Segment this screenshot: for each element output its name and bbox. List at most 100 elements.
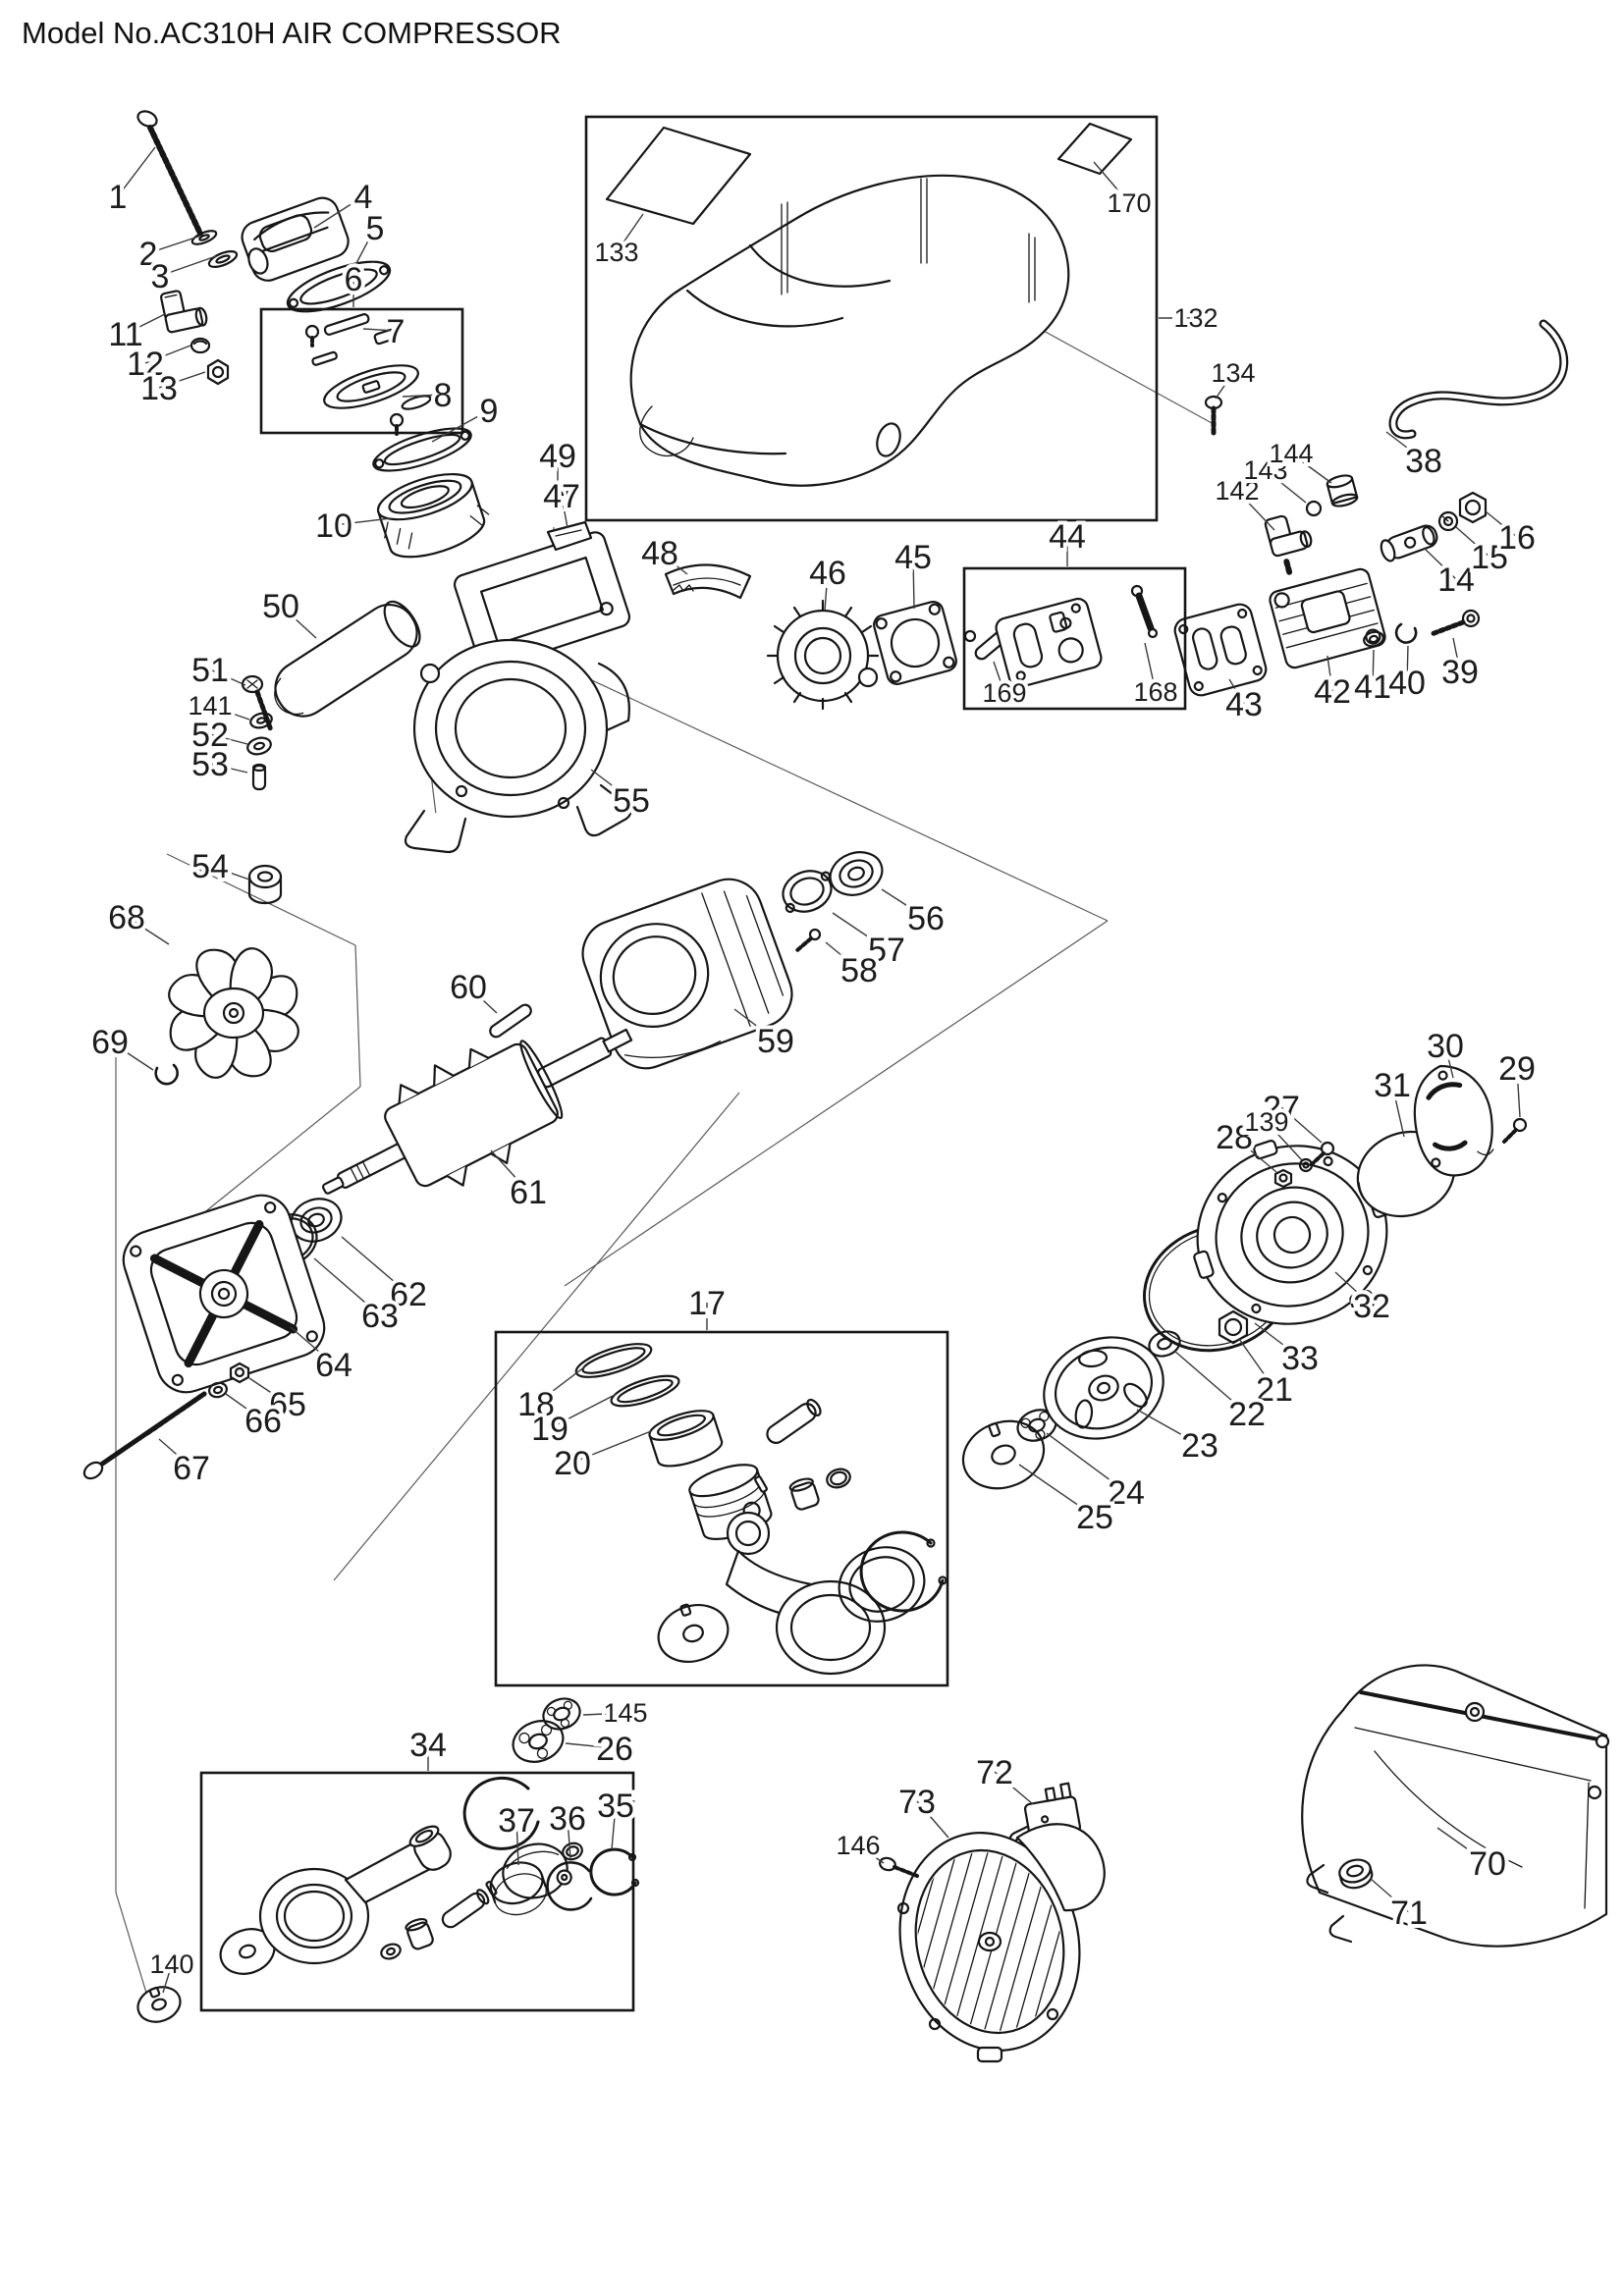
part-label-28: 28: [1216, 1119, 1253, 1156]
leader-145: [582, 1712, 626, 1716]
part-label-33: 33: [1281, 1340, 1319, 1377]
part-label-132: 132: [1173, 303, 1218, 333]
part-label-134: 134: [1211, 358, 1255, 388]
part-label-7: 7: [387, 313, 406, 350]
part-140-disc: [136, 1986, 182, 2023]
part-label-34: 34: [409, 1727, 447, 1764]
part-146-screw: [879, 1856, 919, 1878]
leader-2: [147, 235, 202, 254]
leader-7: [362, 328, 397, 332]
leader-60: [467, 986, 498, 1014]
part-70-belt-cover: [1301, 1664, 1610, 1948]
leader-4: [313, 195, 364, 229]
part-label-50: 50: [262, 588, 299, 625]
part-label-60: 60: [450, 969, 487, 1006]
part-59-stator: [581, 878, 793, 1070]
part-43-gasket: [1173, 603, 1268, 697]
leader-26: [565, 1742, 616, 1749]
piston-kit-box-17: [494, 1330, 949, 1687]
leader-63: [313, 1257, 381, 1316]
part-label-11: 11: [108, 316, 142, 353]
leader-18: [535, 1365, 586, 1405]
part-label-22: 22: [1228, 1396, 1266, 1433]
part-label-3: 3: [151, 258, 170, 295]
leader-42: [1326, 655, 1333, 692]
leader-68: [126, 916, 170, 945]
part-13-nut: [206, 358, 230, 386]
part-29-screw: [1502, 1117, 1528, 1144]
part-27-screw: [1310, 1141, 1335, 1166]
leader-61: [490, 1149, 529, 1193]
part-30-cover-plate: [1413, 1064, 1494, 1177]
leader-38: [1385, 431, 1425, 461]
leader-47: [561, 495, 568, 529]
part-label-48: 48: [641, 535, 678, 572]
leader-40: [1406, 645, 1409, 683]
valve-kit-box-6: [259, 307, 464, 435]
leader-46: [824, 571, 829, 612]
part-label-55: 55: [613, 782, 650, 820]
part-170-caution-sticker: [1056, 122, 1133, 176]
part-label-46: 46: [809, 555, 846, 592]
part-25-eccentric-disc: [961, 1419, 1046, 1490]
leader-24: [1046, 1432, 1127, 1493]
leader-32: [1334, 1271, 1373, 1307]
part-39-bolt: [1429, 609, 1481, 637]
part-label-54: 54: [191, 848, 229, 885]
part-label-38: 38: [1405, 443, 1442, 480]
leader-140: [162, 1963, 173, 1994]
guide-line: [564, 667, 1109, 922]
part-4-head-cover: [241, 196, 350, 282]
part-66-washer: [208, 1381, 228, 1399]
leader-27: [1280, 1106, 1323, 1144]
leader-16: [1485, 510, 1518, 538]
part-58-screw: [795, 928, 822, 952]
leader-64: [290, 1326, 335, 1365]
leader-51: [209, 668, 246, 686]
part-label-17: 17: [688, 1285, 726, 1322]
part-label-69: 69: [91, 1024, 129, 1061]
part-16-nut: [1458, 491, 1488, 524]
part-label-143: 143: [1243, 455, 1287, 485]
leader-1: [117, 146, 156, 197]
part-label-65: 65: [269, 1386, 306, 1423]
part-label-31: 31: [1374, 1067, 1411, 1104]
part-label-68: 68: [108, 899, 145, 936]
part-label-56: 56: [907, 900, 945, 937]
part-label-8: 8: [434, 377, 453, 414]
part-label-36: 36: [549, 1800, 586, 1838]
part-65-nut: [229, 1362, 250, 1384]
guide-line: [333, 1092, 740, 1581]
part-label-5: 5: [366, 210, 385, 247]
part-label-44: 44: [1049, 518, 1086, 556]
leader-141: [209, 705, 250, 721]
part-label-30: 30: [1427, 1028, 1464, 1065]
leader-10: [333, 517, 392, 526]
part-label-9: 9: [480, 393, 499, 430]
leader-15: [1455, 526, 1490, 558]
part-133-label-sticker: [605, 126, 752, 226]
part-168-pin: [1130, 584, 1159, 639]
part-label-4: 4: [354, 179, 373, 216]
leader-3: [159, 255, 217, 277]
part-label-10: 10: [315, 507, 352, 545]
part-2-washer: [190, 230, 218, 245]
part-label-35: 35: [597, 1788, 634, 1825]
part-46-intake-fin: [766, 599, 880, 711]
part-label-12: 12: [127, 346, 164, 383]
guide-line: [564, 920, 1109, 1287]
leader-36: [567, 1817, 571, 1860]
leader-14: [1423, 547, 1457, 580]
part-label-70: 70: [1469, 1845, 1506, 1883]
part-label-170: 170: [1107, 188, 1151, 218]
part-1-bolt: [136, 110, 203, 237]
leader-65: [248, 1377, 289, 1405]
part-142-elbow: [1264, 514, 1313, 578]
leader-21: [1238, 1338, 1275, 1390]
leader-168: [1144, 642, 1157, 693]
part-label-146: 146: [836, 1831, 880, 1860]
leader-11: [125, 313, 166, 335]
part-label-67: 67: [173, 1450, 210, 1487]
part-61-rotor: [321, 1028, 633, 1195]
